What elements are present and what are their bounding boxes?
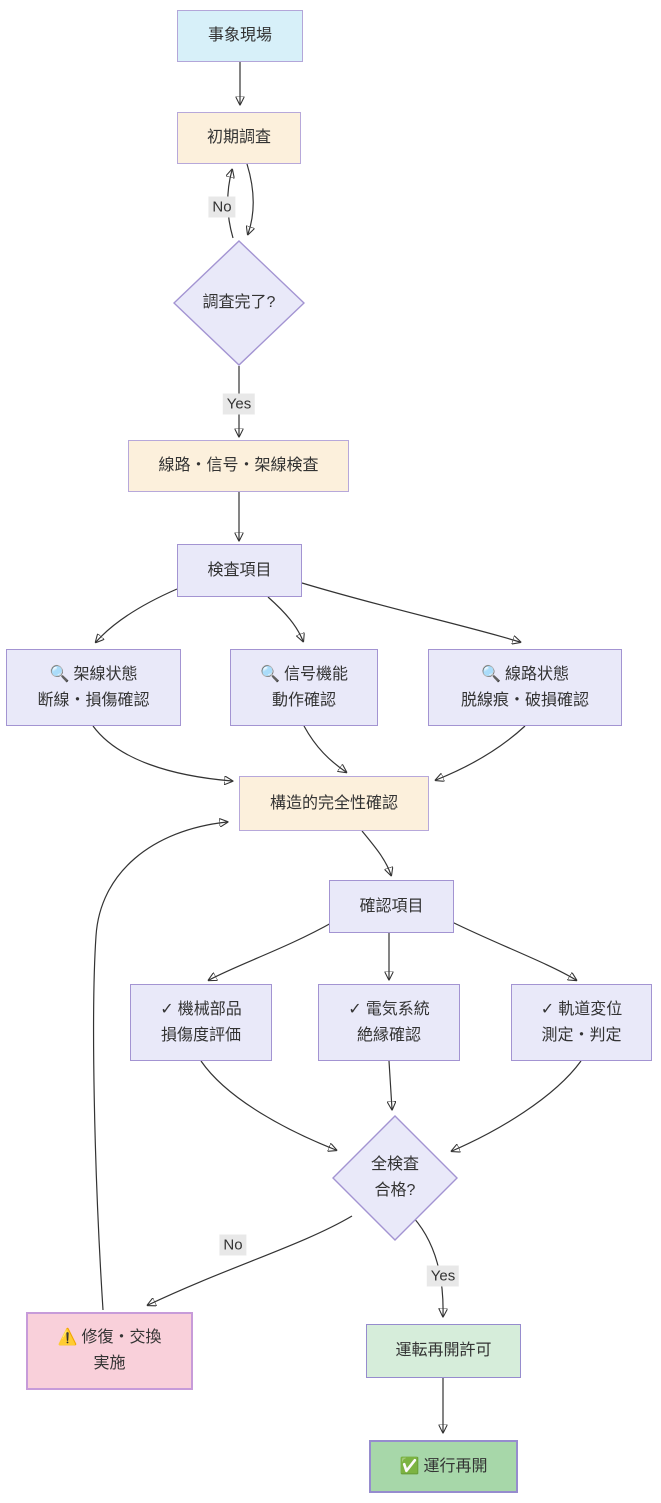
node-signal-function: 🔍信号機能 動作確認: [230, 649, 378, 726]
node-all-pass-title: 全検査: [370, 1156, 419, 1174]
node-all-inspections-pass-decision: 全検査 合格?: [332, 1115, 458, 1241]
node-track-displacement-title: 軌道変位: [558, 1000, 623, 1018]
edge-label-survey-no: No: [208, 196, 236, 218]
edge-confirm-to-displacement: [451, 921, 576, 980]
diamond-shape: [332, 1115, 458, 1241]
edge-survey-to-decision: [247, 163, 253, 234]
edge-items-to-catenary: [96, 588, 178, 642]
node-tsc-inspection-label: 線路・信号・架線検査: [158, 457, 319, 475]
node-electrical-system-title: 電気系統: [365, 1000, 430, 1018]
check-mark-button-icon: ✅: [399, 1457, 420, 1475]
edge-label-pass-no: No: [219, 1234, 247, 1256]
node-electrical-system-subtitle: 絶縁確認: [356, 1026, 421, 1044]
node-survey-complete-decision: 調査完了?: [173, 240, 305, 366]
node-inspection-items: 検査項目: [177, 544, 302, 597]
node-track-displacement: ✓軌道変位 測定・判定: [511, 984, 652, 1061]
edge-structural-to-confirm-items: [361, 830, 391, 875]
warning-icon: ⚠️: [57, 1329, 78, 1347]
node-signal-function-subtitle: 動作確認: [271, 691, 336, 709]
edge-pass-yes-to-permission: [412, 1216, 443, 1316]
node-operation-resume-permission: 運転再開許可: [366, 1324, 521, 1378]
node-track-signal-catenary-inspection: 線路・信号・架線検査: [128, 440, 349, 492]
node-structural-integrity: 構造的完全性確認: [239, 776, 429, 831]
node-resume-permission-label: 運転再開許可: [395, 1342, 492, 1360]
node-track-state-subtitle: 脱線痕・破損確認: [460, 691, 589, 709]
magnifier-icon: 🔍: [49, 665, 70, 683]
node-catenary-state: 🔍架線状態 断線・損傷確認: [6, 649, 181, 726]
node-signal-function-title: 信号機能: [283, 665, 348, 683]
node-confirmation-items: 確認項目: [329, 880, 454, 933]
node-inspection-items-label: 検査項目: [207, 561, 272, 579]
node-mechanical-parts: ✓機械部品 損傷度評価: [130, 984, 272, 1061]
edge-label-survey-yes: Yes: [222, 393, 256, 415]
edge-electrical-to-pass: [389, 1060, 392, 1109]
edge-pass-no-to-repair: [148, 1215, 353, 1305]
node-structural-integrity-label: 構造的完全性確認: [269, 794, 398, 812]
edge-label-pass-yes: Yes: [426, 1265, 460, 1287]
node-mechanical-parts-title: 機械部品: [177, 1000, 242, 1018]
node-repair-replace: ⚠️修復・交換 実施: [26, 1312, 193, 1390]
edge-items-to-track: [301, 582, 520, 642]
node-track-displacement-subtitle: 測定・判定: [541, 1026, 622, 1044]
magnifier-icon: 🔍: [481, 665, 501, 683]
node-electrical-system: ✓電気系統 絶縁確認: [318, 984, 460, 1061]
check-icon: ✓: [540, 1000, 555, 1018]
edge-signal-to-structural: [303, 725, 346, 772]
node-survey-complete-label: 調査完了?: [202, 294, 276, 312]
node-repair-replace-title: 修復・交換: [81, 1329, 162, 1347]
check-icon: ✓: [348, 1000, 362, 1018]
node-incident-site-label: 事象現場: [207, 27, 272, 45]
node-track-state: 🔍線路状態 脱線痕・破損確認: [428, 649, 622, 726]
node-confirmation-items-label: 確認項目: [359, 897, 424, 915]
magnifier-icon: 🔍: [260, 665, 280, 683]
check-icon: ✓: [160, 1000, 174, 1018]
node-operation-resume: ✅運行再開: [369, 1440, 518, 1493]
node-operation-resume-label: 運行再開: [423, 1457, 488, 1475]
node-track-state-title: 線路状態: [504, 665, 569, 683]
edge-catenary-to-structural: [92, 725, 232, 781]
edge-mechanical-to-pass: [200, 1060, 336, 1150]
edge-items-to-signal: [267, 596, 303, 641]
node-initial-survey: 初期調査: [177, 112, 301, 164]
node-repair-replace-subtitle: 実施: [93, 1355, 126, 1372]
node-incident-site: 事象現場: [177, 10, 303, 62]
node-catenary-state-title: 架線状態: [73, 665, 138, 683]
node-catenary-state-subtitle: 断線・損傷確認: [37, 691, 150, 709]
edge-displacement-to-pass: [452, 1060, 582, 1151]
diamond-shape: [173, 240, 305, 366]
edge-confirm-to-mechanical: [209, 921, 334, 980]
node-mechanical-parts-subtitle: 損傷度評価: [160, 1026, 241, 1044]
node-initial-survey-label: 初期調査: [206, 129, 271, 147]
edge-track-to-structural: [436, 725, 526, 780]
node-all-pass-subtitle: 合格?: [374, 1182, 416, 1199]
edge-repair-to-structural: [93, 822, 227, 1311]
